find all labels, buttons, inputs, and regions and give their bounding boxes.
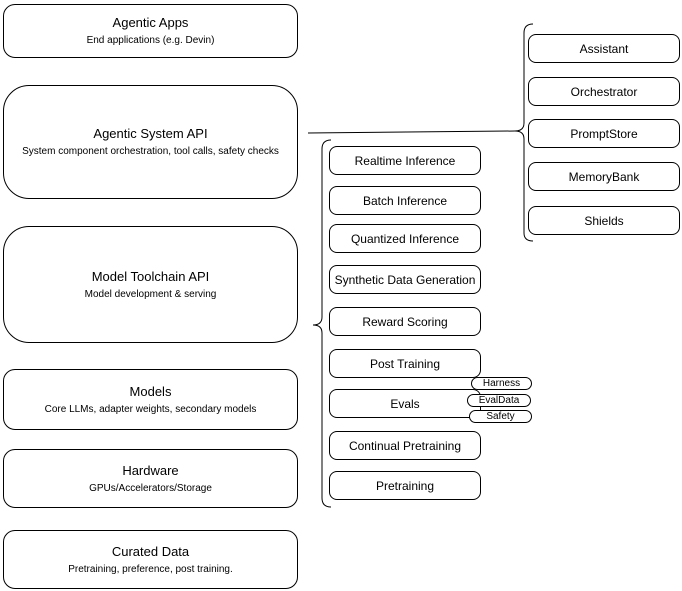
node-agentic-system-api: Agentic System API System component orch…	[3, 85, 298, 199]
node-subtitle: System component orchestration, tool cal…	[22, 146, 279, 157]
node-curated-data: Curated Data Pretraining, preference, po…	[3, 530, 298, 589]
pill-evaldata: EvalData	[467, 394, 531, 407]
node-realtime-inference: Realtime Inference	[329, 146, 481, 175]
components-brace	[514, 23, 534, 242]
pill-safety: Safety	[469, 410, 532, 423]
node-assistant: Assistant	[528, 34, 680, 63]
node-subtitle: End applications (e.g. Devin)	[86, 35, 215, 46]
node-subtitle: Model development & serving	[84, 288, 217, 300]
node-pretraining: Pretraining	[329, 471, 481, 500]
node-agentic-apps: Agentic Apps End applications (e.g. Devi…	[3, 4, 298, 58]
node-shields: Shields	[528, 206, 680, 235]
node-title: Agentic System API	[93, 126, 208, 141]
node-quantized-inference: Quantized Inference	[329, 224, 481, 253]
node-title: Curated Data	[111, 543, 190, 559]
node-evals: Evals	[329, 389, 481, 418]
node-subtitle: GPUs/Accelerators/Storage	[89, 482, 212, 494]
system-api-to-components-line	[307, 130, 516, 134]
node-continual-pretraining: Continual Pretraining	[329, 431, 481, 460]
node-reward-scoring: Reward Scoring	[329, 307, 481, 336]
toolchain-brace	[312, 139, 332, 508]
node-orchestrator: Orchestrator	[528, 77, 680, 106]
node-post-training: Post Training	[329, 349, 481, 378]
node-title: Model Toolchain API	[91, 268, 210, 284]
node-memorybank: MemoryBank	[528, 162, 680, 191]
node-promptstore: PromptStore	[528, 119, 680, 148]
node-title: Models	[129, 383, 172, 399]
node-subtitle: Pretraining, preference, post training.	[68, 563, 233, 575]
node-subtitle: Core LLMs, adapter weights, secondary mo…	[44, 403, 257, 415]
node-models: Models Core LLMs, adapter weights, secon…	[3, 369, 298, 430]
node-title: Hardware	[122, 462, 179, 478]
node-model-toolchain-api: Model Toolchain API Model development & …	[3, 226, 298, 343]
pill-harness: Harness	[471, 377, 532, 390]
node-hardware: Hardware GPUs/Accelerators/Storage	[3, 449, 298, 508]
node-batch-inference: Batch Inference	[329, 186, 481, 215]
node-title: Agentic Apps	[112, 15, 189, 30]
node-synthetic-data-generation: Synthetic Data Generation	[329, 265, 481, 294]
